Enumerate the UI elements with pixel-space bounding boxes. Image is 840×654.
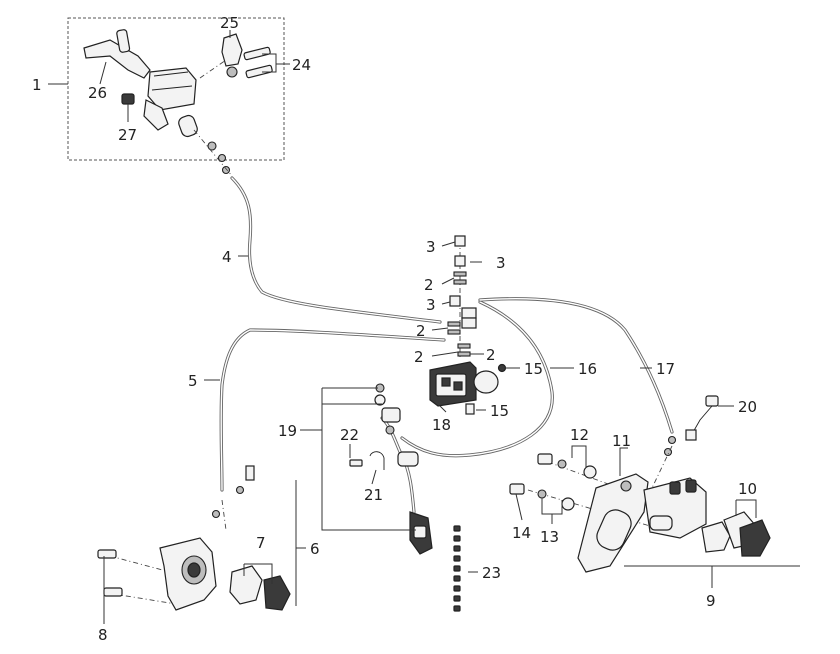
abs-mount-bolt bbox=[465, 403, 475, 415]
hardware-stack bbox=[453, 525, 461, 612]
abs-pump-motor bbox=[473, 370, 499, 394]
hose-clip bbox=[369, 451, 385, 470]
rear-pad-spring bbox=[701, 521, 731, 553]
rear-reservoir bbox=[397, 451, 419, 467]
brake-hoses bbox=[219, 176, 674, 514]
callout-labels: 1 2 2 2 2 3 3 3 4 5 6 7 8 9 10 11 12 13 … bbox=[32, 14, 757, 644]
callout-15-lower: 15 bbox=[490, 402, 509, 420]
rear-brake-pad-inner bbox=[739, 519, 771, 557]
callout-9: 9 bbox=[706, 592, 716, 610]
callout-1: 1 bbox=[32, 76, 42, 94]
rear-master-cylinder-group bbox=[349, 383, 433, 555]
banjo-bolt-top bbox=[454, 235, 466, 247]
callout-18: 18 bbox=[432, 416, 451, 434]
leader-lines bbox=[48, 30, 800, 624]
master-cylinder-reservoir bbox=[147, 67, 197, 111]
callout-21: 21 bbox=[364, 486, 383, 504]
callout-26: 26 bbox=[88, 84, 107, 102]
callout-25: 25 bbox=[220, 14, 239, 32]
callout-16: 16 bbox=[578, 360, 597, 378]
master-cylinder-assembly bbox=[67, 17, 285, 177]
callout-19: 19 bbox=[278, 422, 297, 440]
callout-24: 24 bbox=[292, 56, 311, 74]
callout-3-middle: 3 bbox=[426, 296, 436, 314]
handlebar-clamp bbox=[221, 33, 243, 67]
abs-modulator-group bbox=[429, 235, 507, 415]
callout-27: 27 bbox=[118, 126, 137, 144]
front-caliper-left-group bbox=[97, 465, 291, 611]
callout-2-lower-left: 2 bbox=[414, 348, 424, 366]
banjo-bolt-middle bbox=[449, 295, 461, 307]
rear-caliper-right-group bbox=[509, 395, 771, 573]
callout-12: 12 bbox=[570, 426, 589, 444]
callout-23: 23 bbox=[482, 564, 501, 582]
abs-sensor-connector bbox=[705, 395, 719, 407]
callout-6: 6 bbox=[310, 540, 320, 558]
bleeder-screw bbox=[245, 465, 255, 481]
callout-8: 8 bbox=[98, 626, 108, 644]
callout-3-top: 3 bbox=[426, 238, 436, 256]
callout-2-lower-right: 2 bbox=[486, 346, 496, 364]
brake-lever bbox=[83, 39, 151, 79]
clamp-bolt-lower bbox=[245, 64, 273, 79]
caliper-bolt-upper bbox=[97, 549, 117, 559]
callout-5: 5 bbox=[188, 372, 198, 390]
callout-14: 14 bbox=[512, 524, 531, 542]
rear-hose-banjo bbox=[381, 407, 401, 423]
banjo-bolt-upper bbox=[454, 255, 466, 267]
callout-3-right: 3 bbox=[496, 254, 506, 272]
callout-11: 11 bbox=[612, 432, 631, 450]
brake-light-switch bbox=[121, 93, 135, 105]
assembly-boundary-box bbox=[67, 17, 285, 161]
callout-10: 10 bbox=[738, 480, 757, 498]
callout-13: 13 bbox=[540, 528, 559, 546]
callout-17: 17 bbox=[656, 360, 675, 378]
caliper-bolt-lower bbox=[103, 587, 123, 597]
clip-screw bbox=[349, 459, 363, 467]
callout-15-upper: 15 bbox=[524, 360, 543, 378]
callout-20: 20 bbox=[738, 398, 757, 416]
clamp-bolt-upper bbox=[243, 46, 271, 61]
callout-7: 7 bbox=[256, 534, 266, 552]
callout-2-middle: 2 bbox=[416, 322, 426, 340]
front-brake-pad bbox=[263, 575, 291, 611]
front-pad-spring bbox=[229, 565, 263, 605]
bracket-bolt-upper bbox=[537, 453, 553, 465]
bracket-bolt-lower bbox=[509, 483, 525, 495]
callout-2-upper: 2 bbox=[424, 276, 434, 294]
callout-22: 22 bbox=[340, 426, 359, 444]
callout-4: 4 bbox=[222, 248, 232, 266]
